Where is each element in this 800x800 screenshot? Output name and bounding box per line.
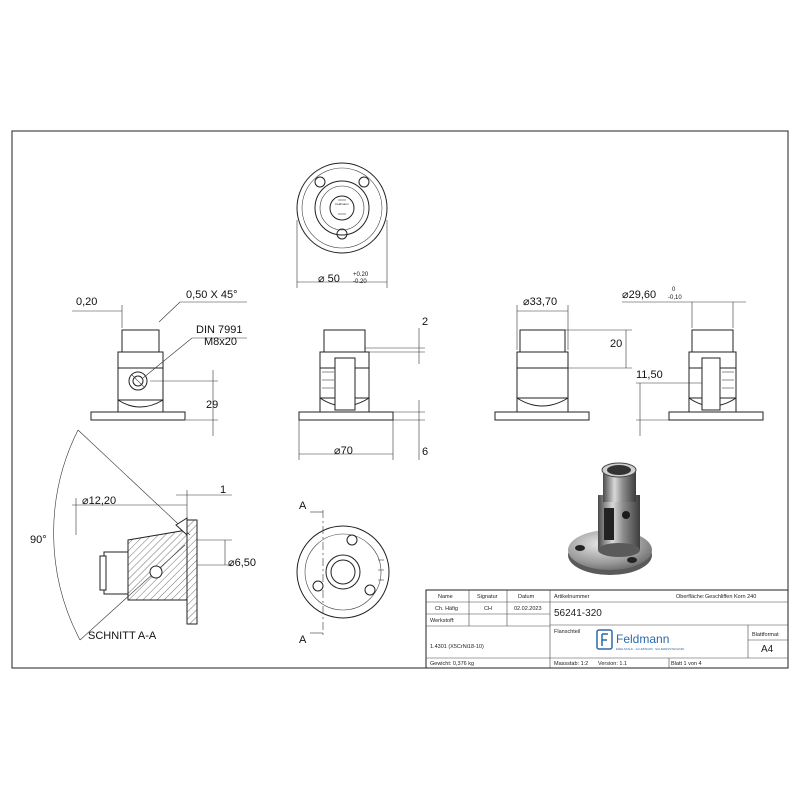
logo-name: Feldmann [616, 632, 669, 646]
dim-d1220: ⌀12,20 [82, 495, 116, 507]
dim-angle: 90° [30, 534, 47, 546]
isometric-render [568, 462, 652, 575]
bottom-view: A A [296, 500, 390, 646]
dim-h2: 2 [422, 316, 428, 328]
feldmann-logo-icon [596, 629, 613, 650]
header-signatur: Signatur [477, 594, 498, 600]
dim-d50-tol-minus: -0.20 [353, 279, 367, 285]
material-value: 1.4301 (X5CrNi18-10) [430, 644, 484, 650]
section-view: 90° ⌀12,20 1 ⌀6,50 SCHNITT A-A [30, 429, 256, 642]
dim-d2960-tol-plus: 0 [672, 287, 676, 293]
article-number: 56241-320 [554, 608, 602, 619]
right-view-1: ⌀33,70 20 [494, 296, 632, 421]
drawn-date: 02.02.2023 [514, 606, 542, 612]
header-oberflaeche: Oberfläche: [676, 594, 705, 600]
top-view: Feldmann ⌀ 50 +0.20 -0.20 [296, 162, 388, 288]
right-view-2: ⌀29,60 0 -0,10 11,50 [622, 287, 764, 436]
dim-din: DIN 7991 [196, 324, 242, 336]
section-mark-bottom: A [299, 634, 307, 646]
dim-d1: 1 [220, 484, 226, 496]
dim-c020: 0,20 [76, 296, 97, 308]
dim-chamfer: 0,50 X 45° [186, 289, 238, 301]
scale: Massstab: 1:2 [554, 661, 588, 667]
section-mark-top: A [299, 500, 307, 512]
dim-d70: ⌀70 [334, 445, 353, 457]
drawn-by-signature: CH [484, 606, 492, 612]
dim-d650: ⌀6,50 [228, 557, 256, 569]
version: Version: 1.1 [598, 661, 627, 667]
dim-h29: 29 [206, 399, 218, 411]
header-werkstoff: Werkstoff: [430, 618, 455, 624]
front-view: 2 ⌀70 6 [298, 316, 428, 460]
dim-d2960: ⌀29,60 [622, 289, 656, 301]
dim-d50: ⌀ 50 [318, 273, 340, 285]
dim-screw: M8x20 [204, 336, 237, 348]
header-artikelnummer: Artikelnummer [554, 594, 590, 600]
svg-text:Feldmann: Feldmann [335, 202, 349, 206]
left-side-view: 0,20 0,50 X 45° DIN 7991 M8x20 29 [72, 289, 247, 436]
part-name: Flanschteil [554, 629, 580, 635]
sheet-format: A4 [761, 644, 774, 655]
dim-h20: 20 [610, 338, 622, 350]
header-datum: Datum [518, 594, 535, 600]
oberflaeche-value: Geschliffen Korn 240 [705, 594, 756, 600]
drawn-by-name: Ch. Häfig [435, 606, 458, 612]
logo-tagline: EDELSTAHL · ALUMINIUM · SCHWEISSTECHNIK [616, 647, 684, 651]
dim-h6: 6 [422, 446, 428, 458]
dim-d3370: ⌀33,70 [523, 296, 557, 308]
dim-d50-tol-plus: +0.20 [353, 272, 369, 278]
dim-d2960-tol-minus: -0,10 [668, 295, 682, 301]
sheet-number: Blatt 1 von 4 [671, 661, 702, 667]
sheet-border [11, 130, 789, 669]
title-block: Name Signatur Datum Artikelnummer Oberfl… [425, 589, 789, 669]
section-label: SCHNITT A-A [88, 630, 157, 642]
header-name: Name [438, 594, 453, 600]
weight-value: Gewicht: 0,376 kg [430, 661, 474, 667]
dim-h1150: 11,50 [636, 369, 663, 381]
header-blattformat: Blattformat [752, 632, 779, 638]
